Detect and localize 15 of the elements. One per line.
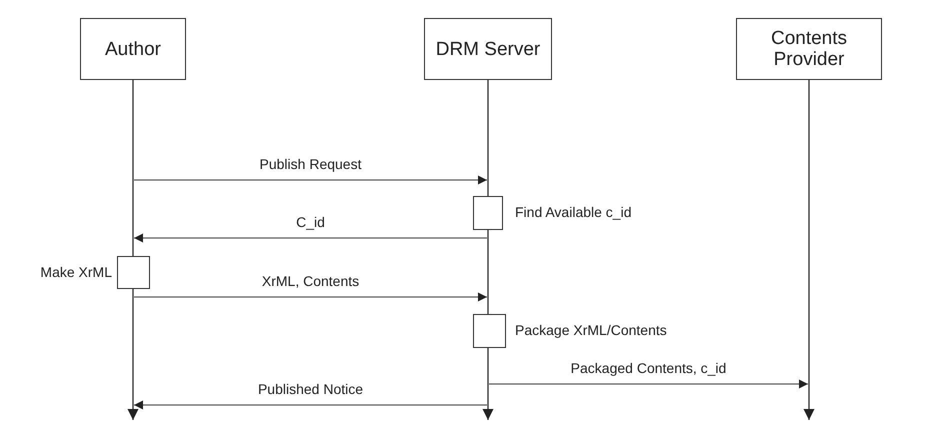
message-arrow xyxy=(488,380,808,388)
participant-name: Contents Provider xyxy=(770,28,848,70)
step-label: Make XrML xyxy=(40,264,112,280)
participant-name: DRM Server xyxy=(436,38,540,60)
message-label: Publish Request xyxy=(258,156,364,172)
participant-name: Author xyxy=(105,38,161,60)
message-label: XrML, Contents xyxy=(260,273,362,289)
step-label: Find Available c_id xyxy=(515,204,632,220)
message-arrow xyxy=(134,176,488,184)
message-label: C_id xyxy=(294,214,327,230)
message-arrow xyxy=(134,400,488,410)
message-arrow xyxy=(134,234,488,242)
step-label: Package XrML/Contents xyxy=(515,322,667,338)
message-arrow xyxy=(134,292,488,302)
message-label: Packaged Contents, c_id xyxy=(568,360,728,376)
